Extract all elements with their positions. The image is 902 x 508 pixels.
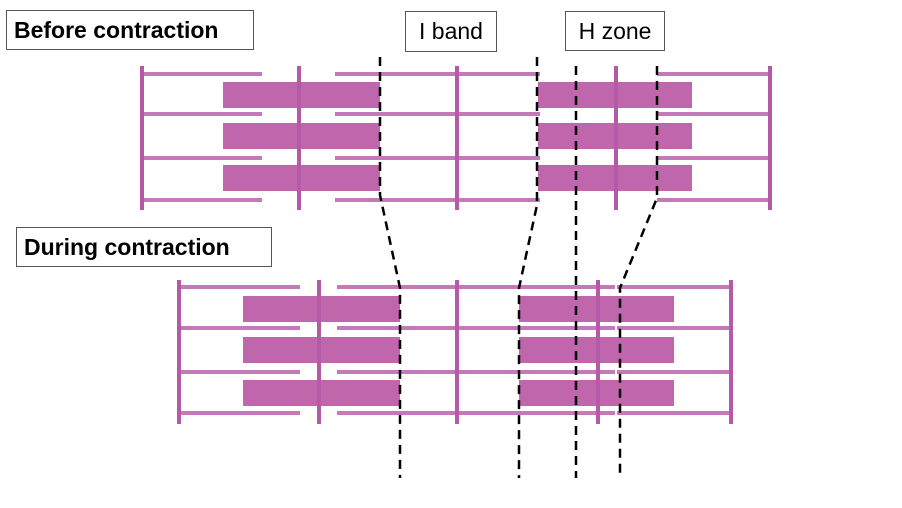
actin-filaments-during — [178, 285, 730, 415]
before-contraction-title: Before contraction — [6, 10, 254, 50]
i-band-label: I band — [405, 11, 497, 52]
during-contraction-title: During contraction — [16, 227, 272, 267]
h-zone-label: H zone — [565, 11, 665, 51]
dashed-guides — [378, 57, 659, 478]
h-zone-text: H zone — [578, 17, 652, 44]
z-lines-during — [177, 280, 733, 424]
z-lines-before — [140, 66, 772, 210]
sarcomere-during — [177, 280, 733, 424]
myosin-filament — [243, 337, 400, 363]
i-band-text: I band — [419, 18, 483, 44]
i-band-left-guide — [378, 57, 402, 478]
myosin-filaments-during — [243, 296, 674, 406]
sarcomere-before — [140, 66, 772, 210]
myosin-filament — [243, 380, 400, 406]
during-contraction-text: During contraction — [24, 233, 230, 260]
myosin-filament — [223, 123, 380, 149]
myosin-filament — [243, 296, 400, 322]
h-zone-right-guide — [618, 66, 659, 478]
myosin-filament — [223, 82, 380, 108]
actin-filaments-before — [140, 72, 770, 202]
before-contraction-text: Before contraction — [14, 16, 219, 43]
myosin-filament — [223, 165, 380, 191]
